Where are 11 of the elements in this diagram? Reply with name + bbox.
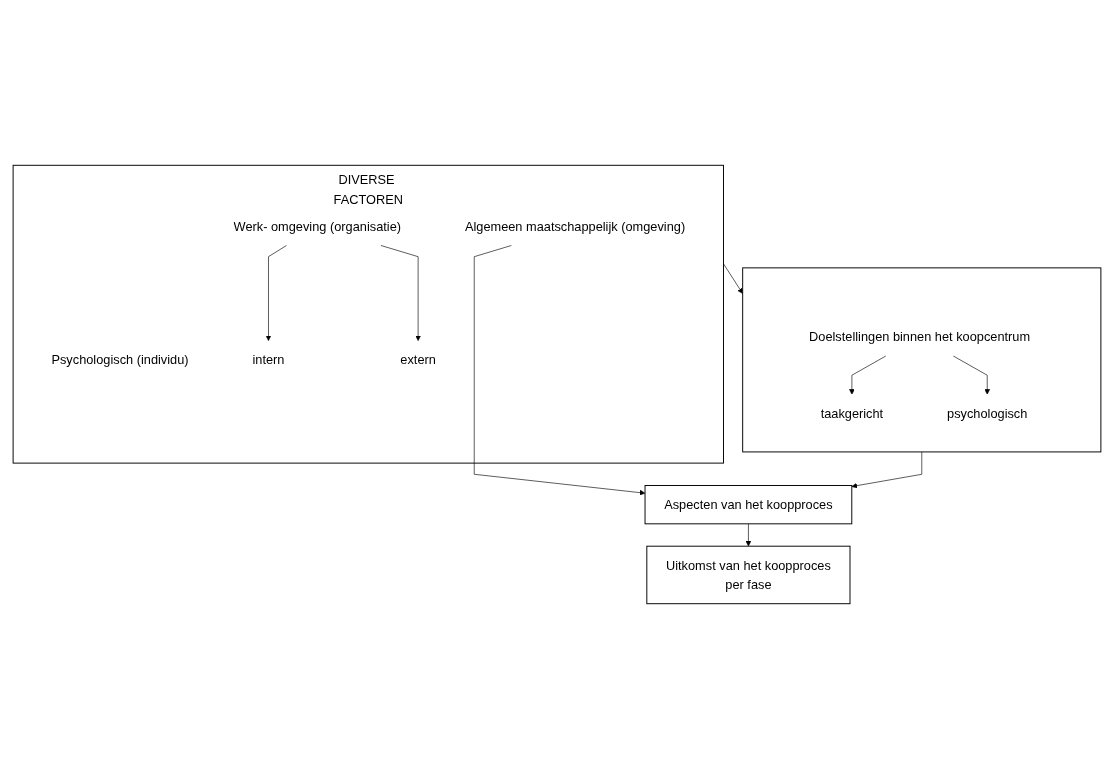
- node-text: taakgericht: [820, 406, 884, 421]
- cluster: [742, 267, 1102, 453]
- node-text: Doelstellingen binnen het koopcentrum: [809, 329, 1031, 344]
- node-text: Psychologisch (individu): [51, 352, 189, 367]
- node-box: Aspecten van het koopproces: [644, 485, 853, 525]
- node-text: Werk- omgeving (organisatie): [233, 219, 402, 234]
- node-text: extern: [400, 352, 436, 367]
- node-text: psychologisch: [947, 406, 1028, 421]
- node-box: Uitkomst van het koopproces per fase: [646, 545, 851, 605]
- node-text: intern: [252, 352, 285, 367]
- node-text: Algemeen maatschappelijk (omgeving): [464, 219, 686, 234]
